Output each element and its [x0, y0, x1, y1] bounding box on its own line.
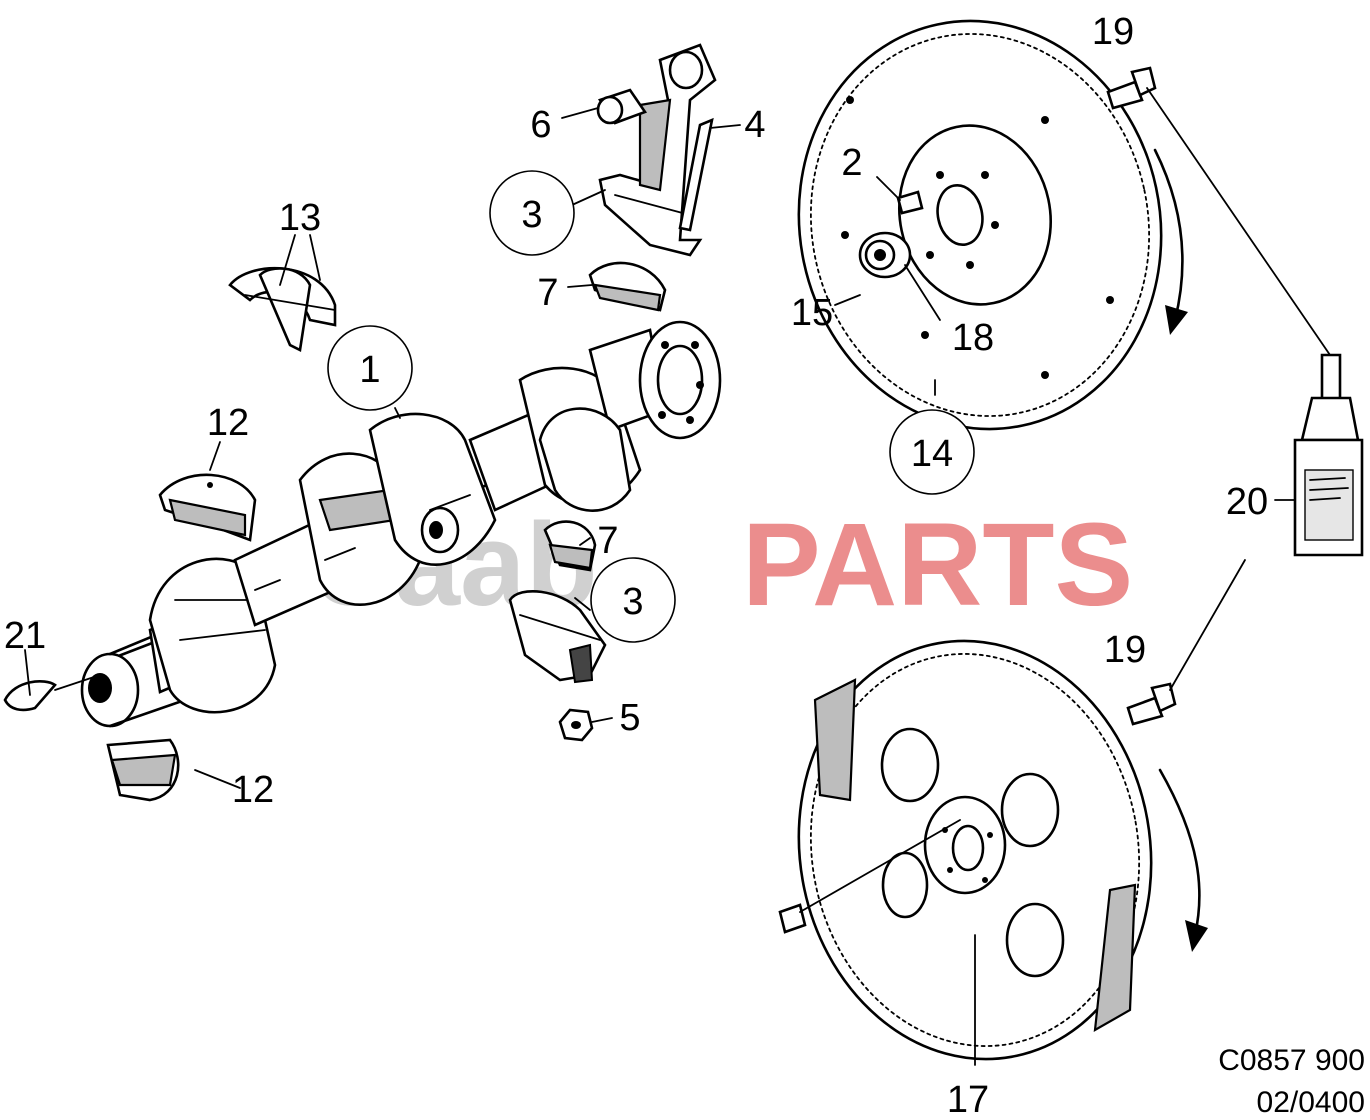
main-bearing-12-lower [106, 738, 180, 802]
callout-5-text: 5 [619, 697, 640, 739]
callout-14: 14 [889, 409, 975, 495]
callout-19-upper-text: 19 [1092, 11, 1134, 53]
watermark-part2: PARTS [742, 499, 1133, 631]
callout-7-upper-text: 7 [537, 272, 558, 314]
main-bearing-12-upper [158, 473, 257, 542]
threadlocker-bottle-20 [1293, 353, 1364, 557]
callout-12-upper-text: 12 [207, 402, 249, 444]
drawing-code: C0857 900 [1218, 1044, 1365, 1077]
callout-3-upper: 3 [489, 170, 575, 256]
callout-3-lower-text: 3 [622, 581, 643, 623]
leader-lines [24, 87, 1331, 1066]
nut-5 [558, 708, 594, 742]
callout-17-text: 17 [947, 1079, 989, 1120]
callout-7-lower-text: 7 [597, 520, 618, 562]
connecting-rod-3 [596, 43, 717, 257]
callout-21-text: 21 [4, 615, 46, 657]
callout-13-text: 13 [279, 197, 321, 239]
callout-19-lower-text: 19 [1104, 629, 1146, 671]
thrust-bearing-13 [228, 267, 337, 352]
callout-2-text: 2 [841, 142, 862, 184]
callout-20-text: 20 [1226, 481, 1268, 523]
callout-1: 1 [327, 325, 413, 411]
callout-18-text: 18 [952, 317, 994, 359]
callout-14-text: 14 [911, 433, 953, 475]
flexplate-17 [778, 639, 1208, 1061]
big-end-bearing-7-lower [543, 520, 597, 572]
big-end-bearing-7-upper [588, 261, 667, 312]
bolt-19-lower [1126, 682, 1177, 726]
callout-6-text: 6 [530, 104, 551, 146]
callout-12-lower-text: 12 [232, 769, 274, 811]
crankshaft-drawing [80, 320, 722, 728]
rod-cap-3-lower [508, 589, 607, 684]
drawing-date: 02/0400 [1257, 1086, 1365, 1119]
flywheel-14 [797, 19, 1188, 431]
bolt-19-upper [1106, 66, 1157, 110]
callout-3-upper-text: 3 [521, 194, 542, 236]
callout-3-lower: 3 [590, 557, 676, 643]
callout-1-text: 1 [359, 349, 380, 391]
callout-4-text: 4 [744, 104, 765, 146]
callout-15-text: 15 [791, 292, 833, 334]
